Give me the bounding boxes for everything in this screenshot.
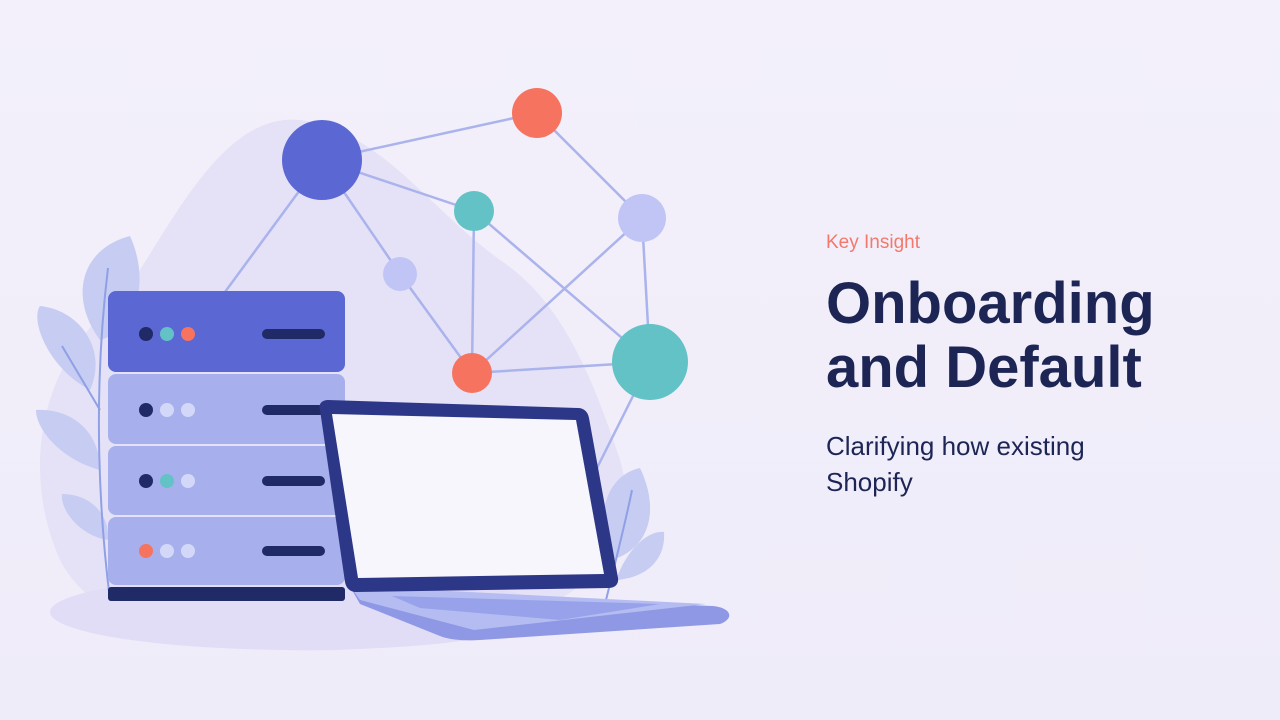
text-block: Key Insight Onboarding and Default Clari… [826,230,1246,500]
network-node [612,324,688,400]
title-line-1: Onboarding [826,271,1155,336]
leaf-icon [36,236,140,601]
leaf-icon [603,468,665,601]
server-rack-icon [108,291,345,601]
illustration [36,88,730,651]
network-node [454,191,494,231]
eyebrow-label: Key Insight [826,232,920,253]
title-line-2: and Default [826,335,1142,400]
network-node [618,194,666,242]
network-node [282,120,362,200]
network-node [452,353,492,393]
network-node [383,257,417,291]
page-title: Onboarding and Default [826,272,1246,400]
network-node [512,88,562,138]
subtitle: Clarifying how existing Shopify [826,431,1085,497]
laptop-icon [319,400,730,641]
